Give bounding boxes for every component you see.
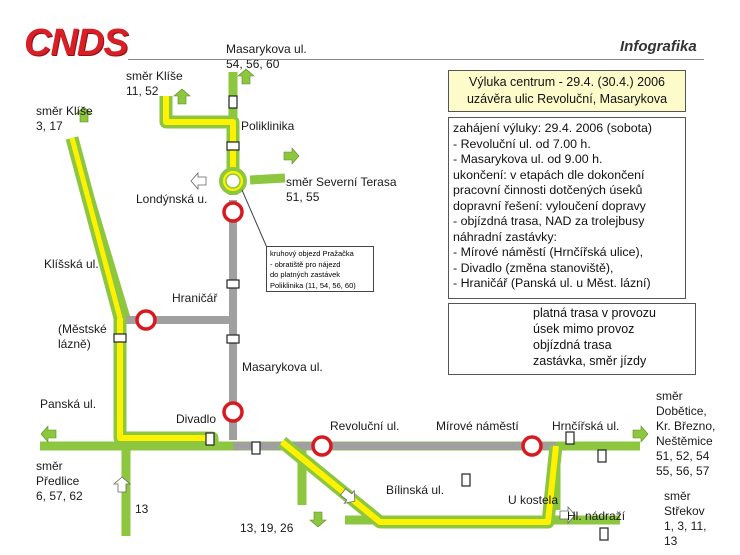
stop-masarykova-mid (226, 334, 240, 344)
label-poliklinika: Poliklinika (241, 119, 295, 133)
label-dobetice-3: Neštěmice (656, 434, 713, 448)
label-dobetice-2: Kr. Březno, (656, 419, 715, 433)
stop-mestske-lazne (113, 333, 127, 343)
stop-masarykova-top (228, 95, 238, 109)
stop-hrncirska (565, 431, 575, 445)
label-hrncirska: Hrnčířská ul. (552, 419, 619, 433)
label-strekov: Střekov (664, 504, 705, 518)
label-smer-klise-2-lines: 3, 17 (36, 119, 63, 133)
label-londynska: Londýnská u. (136, 192, 207, 206)
note-line: Poliklinika (11, 54, 56, 60) (270, 280, 356, 290)
closed-marker-mirove (521, 435, 543, 457)
closed-markers (135, 201, 543, 457)
cnds-logo: CNDS (24, 22, 129, 64)
info-line: - Divadlo (změna stanoviště), (453, 260, 614, 275)
stop-poliklinika (226, 141, 240, 151)
label-hl-nadrazi: Hl. nádraží (567, 509, 626, 523)
stop-divadlo (205, 432, 215, 446)
label-u-kostela: U kostela (508, 493, 558, 507)
legend-closed-section: úsek mimo provoz (533, 322, 635, 336)
label-klisska: Klíšská ul. (44, 257, 99, 271)
label-smer-predlice-2: Předlice (36, 474, 80, 488)
legend: platná trasa v provozu úsek mimo provoz … (448, 303, 696, 375)
label-smer-klise-1: směr Klíše (126, 69, 183, 83)
note-line: - obratiště pro nájezd (270, 259, 341, 269)
closed-marker-divadlo (222, 401, 244, 423)
label-masarykova-mid: Masarykova ul. (242, 360, 323, 374)
label-smer-klise-2: směr Klíše (36, 104, 93, 118)
section-label: Infografika (620, 38, 697, 55)
label-strekov-lines-2: 13 (664, 534, 678, 548)
closed-marker-revolucni (311, 435, 333, 457)
info-line: - Hraničář (Panská ul. u Měst. lázní) (453, 276, 651, 290)
closure-title-line1: Výluka centrum - 29.4. (30.4.) 2006 (469, 75, 665, 89)
closure-info-box: zahájení výluky: 29.4. 2006 (sobota) - R… (448, 117, 686, 299)
stop-u-kostela (597, 449, 607, 463)
stop-bilinska (461, 473, 471, 487)
closed-marker-londynska (222, 201, 244, 223)
label-smer-predlice: směr (36, 459, 63, 473)
label-lines-bottom: 13, 19, 26 (240, 521, 294, 535)
info-line: - Revoluční ul. od 7.00 h. (453, 136, 591, 151)
header-divider (128, 59, 704, 60)
label-hranicar: Hraničář (172, 291, 218, 305)
legend-detour: objízdná trasa (533, 338, 612, 352)
legend-stop-direction: zastávka, směr jízdy (533, 354, 647, 368)
roundabout-note: kruhový objezd Pražačka - obratiště pro … (266, 246, 374, 292)
label-predlice-lines: 6, 57, 62 (36, 489, 83, 503)
info-line: - Masarykova ul. od 9.00 h. (453, 152, 603, 166)
label-smer-severni-terasa: směr Severní Terasa (286, 175, 397, 189)
label-dobetice-lines-1: 51, 52, 54 (656, 449, 710, 463)
label-dobetice-1: Dobětice, (656, 404, 707, 418)
label-smer-strekov: směr (664, 489, 691, 503)
label-mirove-namesti: Mírové náměstí (436, 419, 519, 433)
stop-hranicar (226, 279, 240, 289)
label-divadlo: Divadlo (176, 412, 216, 426)
detour-route-lines (65, 96, 563, 529)
closed-marker-hranicar (135, 309, 157, 331)
info-line: pracovní činnosti dotčených úseků (453, 183, 643, 197)
note-pointer (241, 189, 269, 251)
stop-hl-nadrazi (599, 527, 609, 541)
closure-title-line2: uzávěra ulic Revoluční, Masarykova (466, 92, 668, 106)
label-smer-klise-1-lines: 11, 52 (126, 84, 159, 98)
stops (113, 95, 609, 541)
note-line: kruhový objezd Pražačka (270, 249, 354, 258)
info-line: - Mírové náměstí (Hrnčířská ulice), (453, 245, 644, 259)
label-strekov-lines-1: 1, 3, 11, (664, 519, 706, 533)
label-mestske-lazne-2: lázně) (58, 337, 91, 351)
label-bilinska: Bílinská ul. (386, 483, 444, 497)
label-panska: Panská ul. (40, 397, 96, 411)
closure-title-box: Výluka centrum - 29.4. (30.4.) 2006 uzáv… (448, 70, 686, 112)
map-labels: Masarykova ul. 54, 56, 60 směr Klíše 11,… (36, 42, 715, 548)
info-line: náhradní zastávky: (453, 229, 558, 244)
info-line: - objízdná trasa, NAD za trolejbusy (453, 214, 645, 228)
label-masarykova-top-lines: 54, 56, 60 (226, 57, 280, 71)
info-line: dopravní řešení: vyloučení dopravy (453, 198, 646, 213)
label-smer-dobetice: směr (656, 389, 683, 403)
info-line: zahájení výluky: 29.4. 2006 (sobota) (453, 121, 653, 135)
label-revolucni: Revoluční ul. (330, 419, 399, 433)
label-severni-terasa-lines: 51, 55 (286, 190, 320, 204)
info-line: ukončení: v etapách dle dokončení (453, 167, 645, 182)
label-masarykova-top: Masarykova ul. (226, 42, 307, 56)
stop-revolucni (251, 441, 261, 455)
note-line: do platných zastávek (270, 270, 341, 279)
label-mestske-lazne-1: (Městské (58, 322, 107, 336)
label-line-13-left: 13 (135, 502, 149, 516)
label-dobetice-lines-2: 55, 56, 57 (656, 464, 710, 478)
legend-valid-route: platná trasa v provozu (533, 306, 656, 320)
